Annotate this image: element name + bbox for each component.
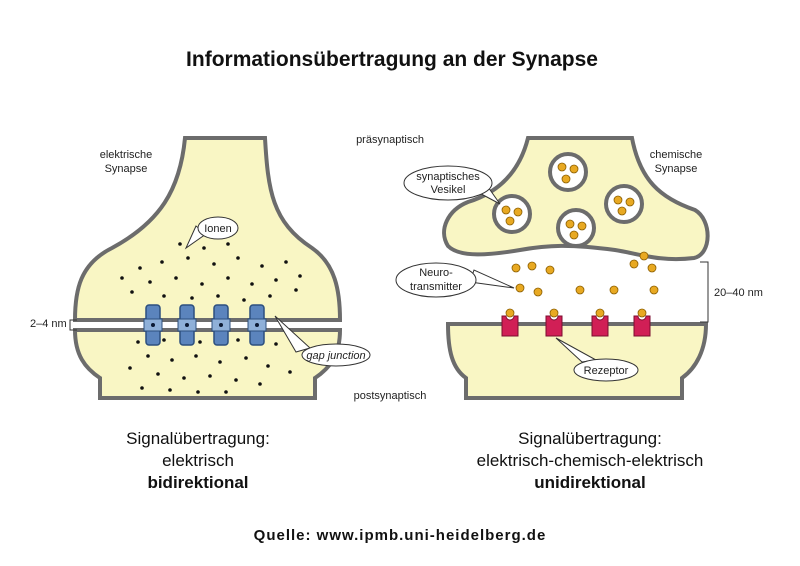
ions-callout: Ionen [184,216,239,250]
chemical-caption-line1: Signalübertragung: [518,429,662,448]
ion-dots [120,242,308,394]
neurotransmitter-label-line2: transmitter [410,281,462,293]
ions-label: Ionen [204,223,232,235]
vesicle-label-line2: Vesikel [431,184,466,196]
synaptic-vesicle [556,208,596,248]
cleft-distance-bracket [700,261,709,323]
receptor [545,308,563,337]
receptor-callout: Rezeptor [555,337,639,382]
cleft-distance-label: 20–40 nm [714,287,763,299]
chemical-postsynaptic-terminal [445,322,709,400]
gap-junction-channel [143,304,163,346]
neurotransmitter-label: Neuro- [419,267,453,279]
source-credit: Quelle: www.ipmb.uni-heidelberg.de [254,527,547,544]
electrical-caption-line2: elektrisch [162,451,234,470]
chemical-synapse: chemische Synapse synaptisches Vesikel N… [395,136,763,400]
receptor [591,308,609,337]
gap-junction-channel [211,304,231,346]
vesicle-label: synaptisches [416,171,480,183]
vesicle-callout: synaptisches Vesikel [403,165,501,205]
receptor [633,308,651,337]
electrical-synapse: elektrische Synapse Ionen gap junction 2… [30,136,371,400]
neurotransmitter-callout: Neuro- transmitter [395,262,515,298]
synaptic-vesicle [492,194,532,234]
chemical-synapse-label-line2: Synapse [655,163,698,175]
presynaptic-label: präsynaptisch [356,134,424,146]
synaptic-vesicle [604,184,644,224]
synaptic-vesicle [548,152,588,192]
gap-distance-label: 2–4 nm [30,318,67,330]
gap-junction-channel [177,304,197,346]
electrical-synapse-label: elektrische [100,149,153,161]
electrical-caption-line1: Signalübertragung: [126,429,270,448]
postsynaptic-label: postsynaptisch [354,390,427,402]
chemical-caption-direction: unidirektional [534,473,645,492]
gap-distance-bracket [69,319,77,331]
gap-junction-callout: gap junction [274,315,371,367]
receptor-label: Rezeptor [584,365,629,377]
chemical-synapse-label: chemische [650,149,703,161]
electrical-caption-direction: bidirektional [147,473,248,492]
neurotransmitter-molecules [511,251,659,297]
gap-junction-label: gap junction [306,350,365,362]
figure-title: Informationsübertragung an der Synapse [186,48,598,71]
gap-junction-channel [247,304,267,346]
electrical-synapse-label-line2: Synapse [105,163,148,175]
chemical-caption-line2: elektrisch-chemisch-elektrisch [477,451,704,470]
receptor [501,308,519,337]
